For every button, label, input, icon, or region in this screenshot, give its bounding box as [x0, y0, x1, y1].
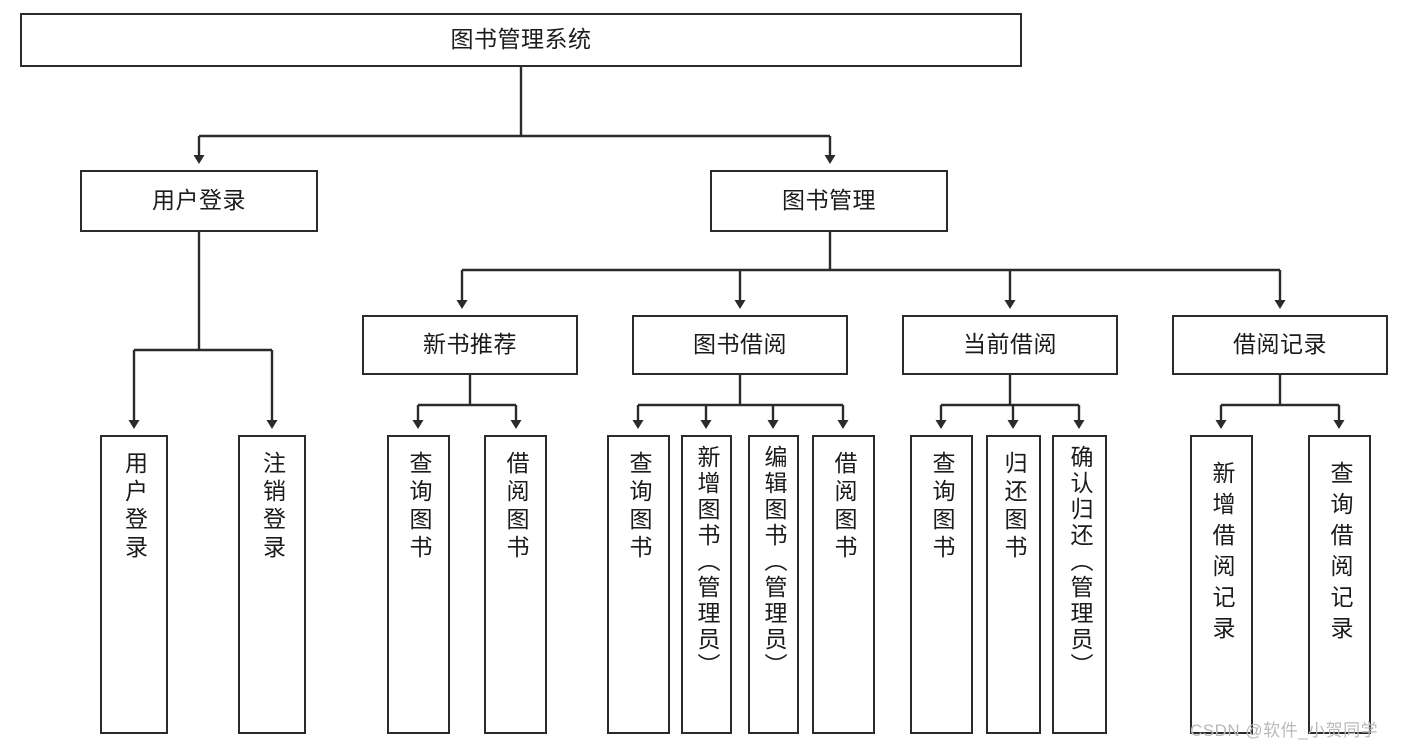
node-leaf-edit-book-label: 编辑图书（管理员） [761, 445, 787, 679]
node-current-borrow-label: 当前借阅 [963, 331, 1057, 358]
node-leaf-return-book[interactable]: 归还图书 [986, 435, 1041, 734]
node-leaf-borrow-book-1[interactable]: 借阅图书 [484, 435, 547, 734]
node-root[interactable]: 图书管理系统 [20, 13, 1022, 67]
node-leaf-user-logout-label: 注销登录 [259, 451, 286, 563]
node-leaf-query-book-2[interactable]: 查询图书 [607, 435, 670, 734]
node-leaf-query-book-3[interactable]: 查询图书 [910, 435, 973, 734]
node-book-manage[interactable]: 图书管理 [710, 170, 948, 232]
node-borrow-record[interactable]: 借阅记录 [1172, 315, 1388, 375]
csdn-watermark: CSDN @软件_小贺同学 [1190, 721, 1379, 740]
node-leaf-confirm-return-label: 确认归还（管理员） [1067, 445, 1093, 679]
node-new-book-recommend[interactable]: 新书推荐 [362, 315, 578, 375]
node-leaf-edit-book[interactable]: 编辑图书（管理员） [748, 435, 799, 734]
node-leaf-add-book-label: 新增图书（管理员） [694, 445, 720, 679]
node-leaf-user-logout[interactable]: 注销登录 [238, 435, 306, 734]
node-leaf-add-record[interactable]: 新增借阅记录 [1190, 435, 1253, 734]
node-leaf-query-book-1-label: 查询图书 [406, 451, 432, 563]
node-root-label: 图书管理系统 [450, 26, 592, 53]
node-new-book-recommend-label: 新书推荐 [423, 331, 517, 358]
node-leaf-add-book[interactable]: 新增图书（管理员） [681, 435, 732, 734]
node-book-borrow[interactable]: 图书借阅 [632, 315, 848, 375]
node-book-borrow-label: 图书借阅 [693, 331, 787, 358]
node-leaf-confirm-return[interactable]: 确认归还（管理员） [1052, 435, 1107, 734]
node-leaf-return-book-label: 归还图书 [1001, 451, 1027, 563]
node-leaf-query-record-label: 查询借阅记录 [1327, 461, 1353, 647]
node-leaf-query-book-2-label: 查询图书 [626, 451, 652, 563]
node-leaf-user-login-label: 用户登录 [121, 451, 148, 563]
node-leaf-query-book-1[interactable]: 查询图书 [387, 435, 450, 734]
node-leaf-borrow-book-2-label: 借阅图书 [831, 451, 857, 563]
node-current-borrow[interactable]: 当前借阅 [902, 315, 1118, 375]
node-borrow-record-label: 借阅记录 [1233, 331, 1327, 358]
node-leaf-user-login[interactable]: 用户登录 [100, 435, 168, 734]
node-leaf-add-record-label: 新增借阅记录 [1209, 461, 1235, 647]
node-user-login[interactable]: 用户登录 [80, 170, 318, 232]
node-leaf-borrow-book-2[interactable]: 借阅图书 [812, 435, 875, 734]
node-user-login-label: 用户登录 [152, 187, 246, 214]
node-leaf-borrow-book-1-label: 借阅图书 [503, 451, 529, 563]
node-leaf-query-book-3-label: 查询图书 [929, 451, 955, 563]
node-leaf-query-record[interactable]: 查询借阅记录 [1308, 435, 1371, 734]
node-book-manage-label: 图书管理 [782, 187, 876, 214]
